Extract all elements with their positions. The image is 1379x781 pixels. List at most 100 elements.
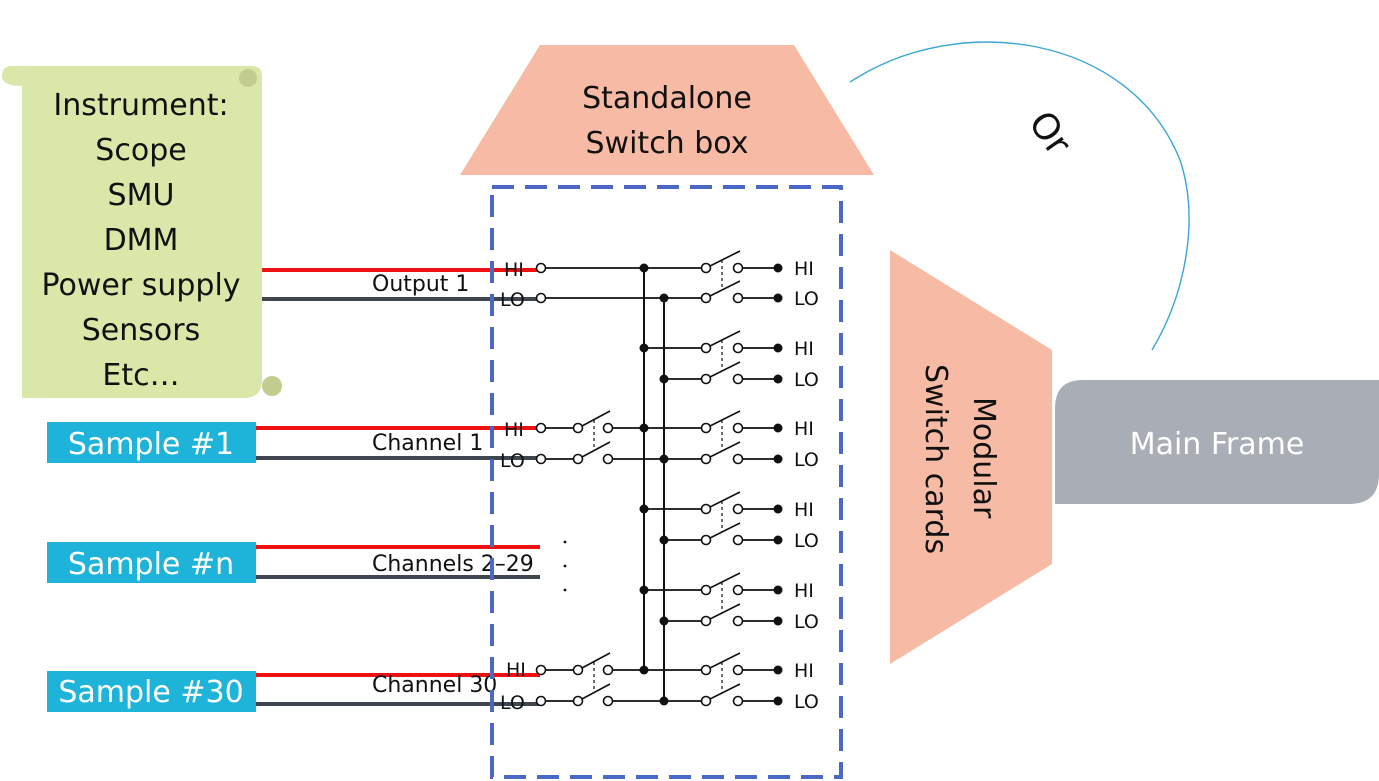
instrument-line: Scope: [95, 133, 186, 168]
instrument-line: Sensors: [82, 313, 200, 348]
switch-contact: [732, 664, 744, 676]
switch-contact: [700, 695, 712, 707]
input-terminal: [535, 262, 547, 274]
switch-blade: [709, 652, 741, 669]
switch-blade: [709, 522, 741, 539]
channel-label: Channel 30: [372, 673, 497, 698]
modular-line2: Switch cards: [918, 364, 953, 554]
switch-contact: [732, 373, 744, 385]
switch-box-outline: [490, 185, 843, 779]
terminal-lo: LO: [500, 450, 525, 472]
main-frame: Main Frame: [1055, 380, 1379, 504]
input-switch-blade: [581, 683, 611, 700]
terminal-dot: [773, 293, 783, 303]
sample-label: Sample #1: [68, 427, 234, 462]
output-lo-label: LO: [794, 611, 819, 633]
terminal-dot: [773, 585, 783, 595]
junction-dot: [639, 343, 649, 353]
switch-blade: [709, 603, 741, 620]
standalone-line1: Standalone: [582, 81, 752, 116]
sample-label: Sample #30: [58, 675, 243, 710]
switch-blade: [709, 330, 741, 347]
output-hi-label: HI: [794, 499, 814, 521]
switch-blade: [709, 250, 741, 267]
switch-contact: [732, 695, 744, 707]
main-frame-label: Main Frame: [1130, 427, 1305, 462]
switch-contact: [732, 342, 744, 354]
switch-contact: [700, 373, 712, 385]
terminal-dot: [773, 263, 783, 273]
switch-contact: [732, 422, 744, 434]
input-terminal: [535, 422, 547, 434]
input-terminal: [535, 664, 547, 676]
terminal-hi: HI: [504, 419, 524, 441]
switch-contact: [732, 534, 744, 546]
output-lo-label: LO: [794, 449, 819, 471]
switch-contact: [700, 262, 712, 274]
standalone-switch-box: Standalone Switch box: [460, 45, 874, 175]
sample-label: Sample #n: [68, 547, 234, 582]
switch-contact: [700, 615, 712, 627]
instrument-line: Instrument:: [53, 88, 228, 123]
input-switch-contact: [572, 695, 584, 707]
switch-contact: [700, 664, 712, 676]
sample-box: Sample #n: [47, 542, 256, 583]
instrument-line: Power supply: [41, 268, 240, 303]
terminal-dot: [773, 343, 783, 353]
instrument-line: SMU: [108, 178, 175, 213]
output-lo-label: LO: [794, 369, 819, 391]
sample-box: Sample #1: [47, 422, 256, 463]
sample-box: Sample #30: [47, 671, 256, 712]
terminal-lo: LO: [500, 289, 525, 311]
switch-contact: [700, 584, 712, 596]
modular-line1: Modular: [966, 397, 1001, 519]
switch-contact: [732, 453, 744, 465]
channel-label: Channel 1: [372, 431, 483, 456]
switch-blade: [709, 572, 741, 589]
instrument-line: Etc…: [102, 358, 179, 393]
continuation-dots: [563, 540, 567, 592]
junction-dot: [639, 504, 649, 514]
terminal-dot: [773, 423, 783, 433]
input-switch-contact: [602, 695, 614, 707]
switch-blade: [709, 441, 741, 458]
output-hi-label: HI: [794, 418, 814, 440]
switch-contact: [732, 292, 744, 304]
input-terminal: [535, 292, 547, 304]
switch-contact: [732, 615, 744, 627]
input-switch-contact: [602, 664, 614, 676]
switch-contact: [700, 534, 712, 546]
switch-blade: [709, 491, 741, 508]
output-hi-label: HI: [794, 258, 814, 280]
input-switch-contact: [572, 422, 584, 434]
scroll-curl-top: [239, 69, 257, 87]
output-lo-label: LO: [794, 530, 819, 552]
input-switch-contact: [602, 422, 614, 434]
switch-contact: [732, 503, 744, 515]
instrument-line: DMM: [104, 223, 179, 258]
switch-contact: [732, 262, 744, 274]
input-switch-contact: [572, 453, 584, 465]
switch-contact: [700, 342, 712, 354]
scroll-curl-bottom: [262, 376, 282, 396]
input-switch-blade: [581, 652, 611, 669]
terminal-dot: [773, 696, 783, 706]
terminal-dot: [773, 454, 783, 464]
or-arc: [849, 41, 1190, 351]
junction-dot: [639, 585, 649, 595]
input-switch-blade: [581, 410, 611, 427]
switch-blade: [709, 410, 741, 427]
junction-dot: [659, 535, 669, 545]
input-terminal: [535, 695, 547, 707]
input-wires: [256, 268, 540, 706]
switch-blade: [709, 361, 741, 378]
standalone-line2: Switch box: [586, 126, 749, 161]
switch-contact: [700, 422, 712, 434]
switch-contact: [700, 503, 712, 515]
input-switch-contact: [572, 664, 584, 676]
switch-contact: [700, 453, 712, 465]
modular-switch-cards: Modular Switch cards: [890, 250, 1052, 664]
terminal-hi: HI: [504, 259, 524, 281]
input-terminal: [535, 453, 547, 465]
